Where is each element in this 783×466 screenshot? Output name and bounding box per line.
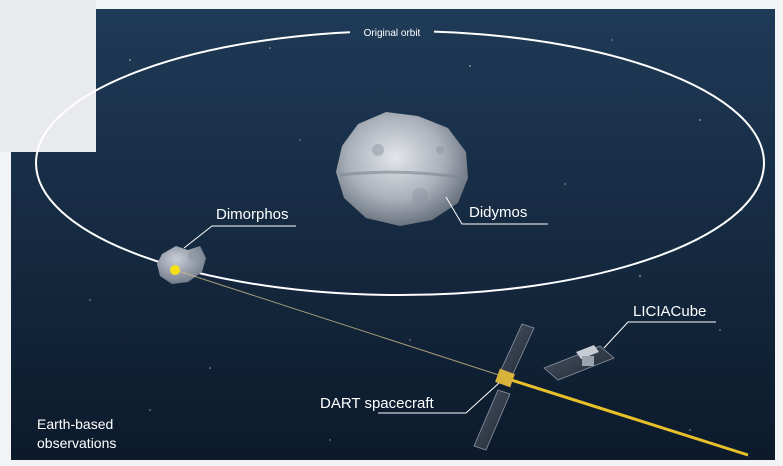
dimorphos-label: Dimorphos bbox=[216, 206, 289, 223]
earth-observations-label-line2: observations bbox=[37, 435, 116, 451]
star-field bbox=[89, 39, 743, 441]
space-background bbox=[11, 9, 775, 460]
orbit-label: Original orbit bbox=[364, 28, 421, 39]
didymos-asteroid-icon bbox=[336, 112, 468, 226]
earth-observation-beam bbox=[504, 376, 749, 457]
corner-overlay bbox=[0, 0, 96, 152]
dart-label: DART spacecraft bbox=[320, 395, 434, 412]
liciacube-label: LICIACube bbox=[633, 303, 706, 320]
dart-spacecraft-icon bbox=[473, 323, 535, 451]
liciacube-cubesat-icon bbox=[543, 345, 615, 381]
dart-trajectory-line bbox=[174, 269, 506, 378]
dart-leader-line bbox=[378, 382, 500, 414]
dimorphos-moonlet-icon bbox=[157, 246, 206, 284]
impact-point-icon bbox=[170, 265, 180, 275]
liciacube-leader-line bbox=[603, 321, 716, 349]
earth-observations-label-line1: Earth-based bbox=[37, 416, 113, 432]
didymos-leader-line bbox=[445, 196, 548, 225]
orbit-label-gap bbox=[350, 24, 434, 40]
didymos-label: Didymos bbox=[469, 204, 527, 221]
dimorphos-leader-line bbox=[183, 225, 296, 249]
